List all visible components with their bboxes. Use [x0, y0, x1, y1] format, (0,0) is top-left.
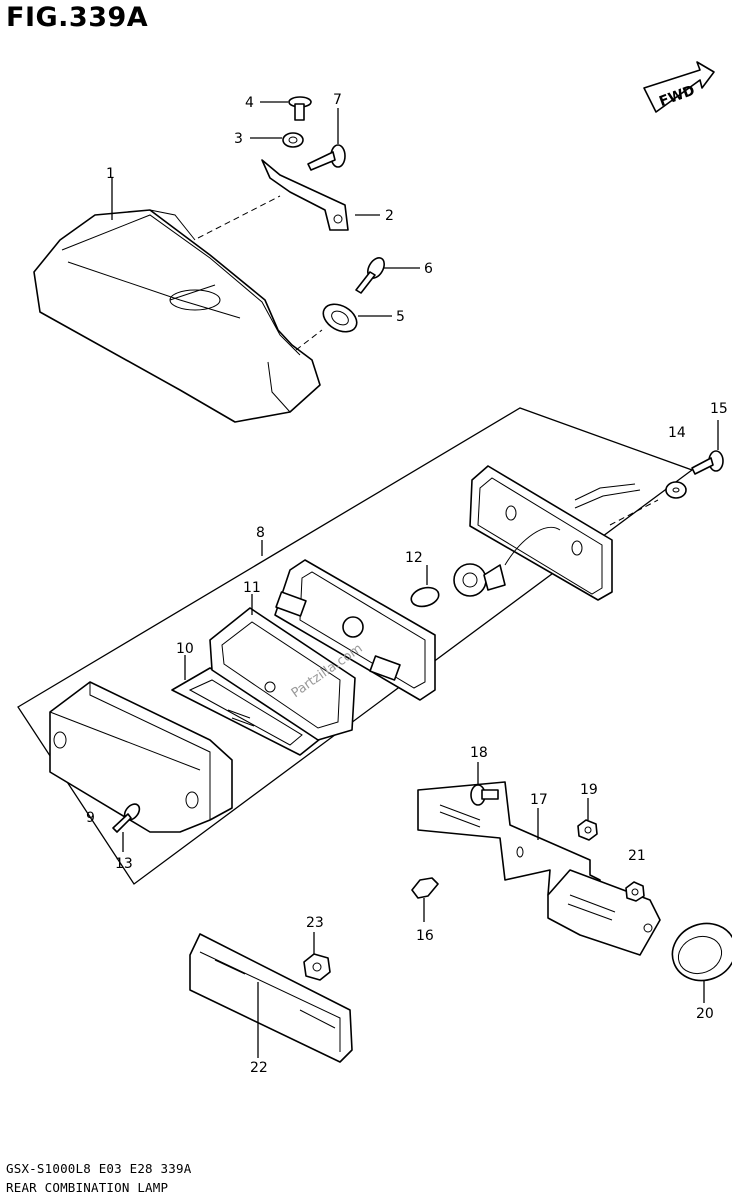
callout-1: 1 [106, 166, 115, 182]
callout-11: 11 [243, 580, 261, 596]
callout-numbers: 1 2 3 4 5 6 7 8 9 10 11 12 13 14 15 16 1… [86, 92, 728, 1076]
callout-20: 20 [696, 1006, 714, 1022]
callout-17: 17 [530, 792, 548, 808]
lamp-rear-cover[interactable] [469, 465, 641, 601]
callout-9: 9 [86, 810, 95, 826]
callout-19: 19 [580, 782, 598, 798]
tail-lamp-housing[interactable] [33, 209, 321, 423]
callout-14: 14 [668, 425, 686, 441]
nut-21[interactable] [625, 881, 645, 902]
lamp-base-plate[interactable] [274, 559, 436, 701]
nut-19[interactable] [577, 819, 598, 841]
grommet-5[interactable] [318, 299, 361, 338]
callout-21: 21 [628, 848, 646, 864]
washer-3[interactable] [282, 132, 304, 148]
bulb[interactable] [409, 585, 441, 610]
figure-title: FIG.339A [6, 2, 149, 33]
tail-lamp-lens[interactable] [49, 681, 233, 833]
reflector-bracket[interactable] [547, 869, 661, 956]
callout-22: 22 [250, 1060, 268, 1076]
rear-reflector[interactable] [189, 933, 353, 1063]
washer-14[interactable] [665, 481, 687, 499]
leader-lines [111, 101, 719, 1058]
callout-23: 23 [306, 915, 324, 931]
fwd-arrow-icon: FWD [643, 61, 715, 113]
callout-18: 18 [470, 745, 488, 761]
lamp-gasket[interactable] [209, 607, 356, 741]
screw-15[interactable] [691, 450, 724, 475]
callout-13: 13 [115, 856, 133, 872]
model-code: GSX-S1000L8 E03 E28 339A [6, 1161, 192, 1176]
screw-6[interactable] [355, 255, 388, 294]
figure-description: REAR COMBINATION LAMP [6, 1180, 169, 1195]
screw-13[interactable] [112, 801, 142, 833]
callout-5: 5 [396, 309, 405, 325]
callout-10: 10 [176, 641, 194, 657]
callout-6: 6 [424, 261, 433, 277]
callout-12: 12 [405, 550, 423, 566]
screw-7[interactable] [307, 144, 346, 171]
inner-reflector[interactable] [171, 667, 326, 756]
callout-7: 7 [333, 92, 342, 108]
tail-lamp-assembly-outline [17, 407, 694, 885]
round-reflector[interactable] [664, 915, 732, 990]
nut-23[interactable] [303, 953, 331, 981]
bulb-16[interactable] [411, 877, 439, 899]
callout-4: 4 [245, 95, 254, 111]
bulb-socket[interactable] [453, 563, 506, 597]
callout-16: 16 [416, 928, 434, 944]
callout-2: 2 [385, 208, 394, 224]
callout-3: 3 [234, 131, 243, 147]
callout-8: 8 [256, 525, 265, 541]
screw-4[interactable] [288, 96, 312, 121]
callout-15: 15 [710, 401, 728, 417]
lamp-bracket[interactable] [261, 159, 349, 231]
